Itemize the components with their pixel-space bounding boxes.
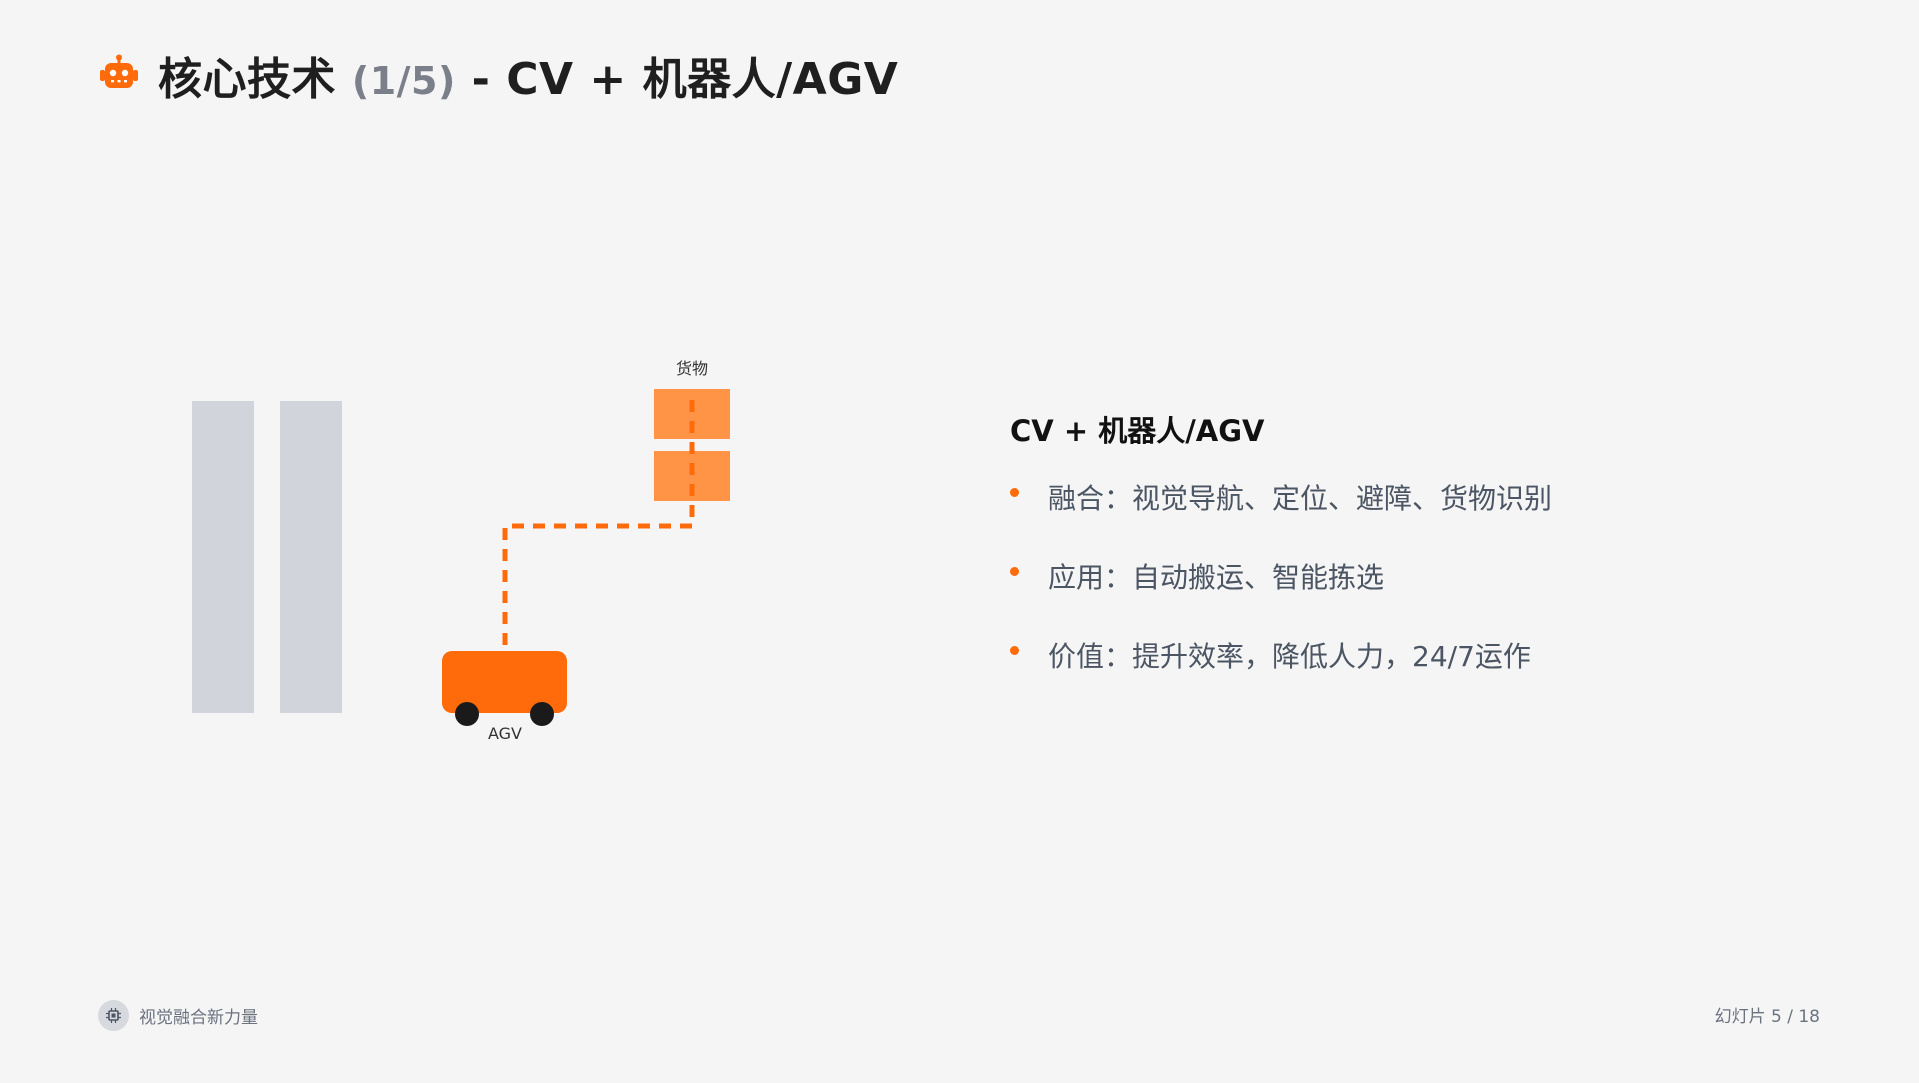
bullet-text: 融合：视觉导航、定位、避障、货物识别	[1048, 482, 1552, 515]
bullet-dot-icon	[1010, 567, 1019, 576]
footer-brand: 视觉融合新力量	[139, 1003, 258, 1028]
illustration-svg: 货物 AGV	[0, 0, 900, 1079]
shelf-left	[192, 401, 254, 713]
bullet-item: 应用：自动搬运、智能拣选	[1010, 553, 1770, 603]
footer-brand-area: 视觉融合新力量	[98, 999, 258, 1031]
agv-wheel-left	[455, 702, 479, 726]
bullet-list: 融合：视觉导航、定位、避障、货物识别 应用：自动搬运、智能拣选 价值：提升效率，…	[1010, 474, 1770, 682]
bullet-dot-icon	[1010, 488, 1019, 497]
bullet-text: 应用：自动搬运、智能拣选	[1048, 561, 1384, 594]
cargo-label: 货物	[676, 359, 708, 378]
agv-illustration: 货物 AGV	[0, 0, 900, 1079]
content-panel: CV + 机器人/AGV 融合：视觉导航、定位、避障、货物识别 应用：自动搬运、…	[1010, 408, 1770, 711]
bullet-text: 价值：提升效率，降低人力，24/7运作	[1048, 640, 1531, 673]
content-heading: CV + 机器人/AGV	[1010, 408, 1770, 450]
bullet-dot-icon	[1010, 646, 1019, 655]
agv-wheel-right	[530, 702, 554, 726]
shelf-right	[280, 401, 342, 713]
chip-icon	[98, 1000, 129, 1031]
agv-label: AGV	[488, 724, 522, 743]
bullet-item: 融合：视觉导航、定位、避障、货物识别	[1010, 474, 1770, 524]
agv-body	[442, 651, 567, 713]
slide-number: 幻灯片 5 / 18	[1715, 1002, 1820, 1027]
bullet-item: 价值：提升效率，降低人力，24/7运作	[1010, 632, 1770, 682]
